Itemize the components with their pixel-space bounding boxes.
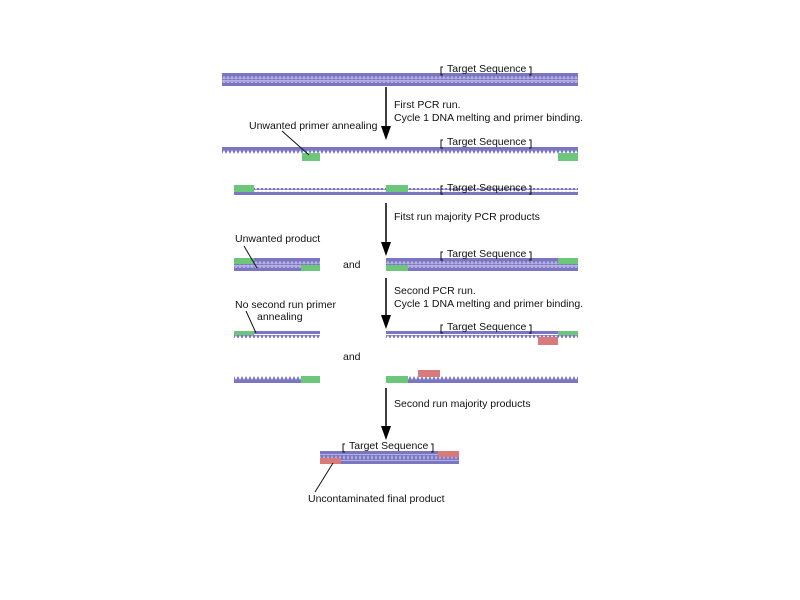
leader-lines [243, 130, 334, 493]
final-primer-red-bottom [320, 458, 341, 464]
target-sequence-label-row1: Target Sequence [447, 63, 527, 75]
leader-final-product [314, 462, 334, 493]
cycle1-melting-label-1: Cycle 1 DNA melting and primer binding. [394, 112, 584, 124]
final-product-double-top-backbone [320, 451, 459, 454]
final-product-double-bottom-teeth [320, 457, 459, 461]
wanted-product-primer-bottom [386, 265, 408, 271]
unwanted-melted-strand [234, 331, 320, 338]
target-sequence-label-row5: Target Sequence [447, 321, 527, 333]
wanted-melted-strand-teeth [386, 334, 578, 338]
primers [234, 153, 578, 464]
first-run-majority-label: Fitst run majority PCR products [394, 211, 540, 223]
arrowhead-first-run [381, 126, 391, 140]
unwanted-product-double-top-backbone [234, 258, 320, 261]
wanted-product-double-top-teeth [386, 261, 578, 265]
wanted-product-double-bottom-backbone [386, 268, 578, 271]
arrows [381, 87, 391, 440]
arrowhead-second-run [381, 315, 391, 329]
unwanted-primer-green [302, 153, 320, 161]
bracket-row4 [440, 251, 532, 261]
unwanted-melted-strand-teeth [234, 334, 320, 338]
wanted-bottom-strand [386, 376, 578, 383]
bracket-row1 [440, 66, 532, 76]
target-sequence-label-row4: Target Sequence [447, 248, 527, 260]
bracket-row2 [440, 139, 532, 149]
template-double-strand-top-teeth [222, 76, 578, 80]
unwanted-melted-strand-backbone [234, 331, 320, 334]
melted-strand-top-teeth [222, 150, 578, 154]
bracket-final [342, 443, 434, 453]
bracket-row5 [440, 324, 532, 334]
dna-strands [222, 73, 578, 464]
target-sequence-label-row2: Target Sequence [447, 136, 527, 148]
cycle1-melting-label-2: Cycle 1 DNA melting and primer binding. [394, 298, 584, 310]
unwanted-bottom-strand-backbone [234, 380, 320, 383]
leader-unwanted-annealing [281, 130, 310, 156]
target-sequence-label-final: Target Sequence [349, 440, 429, 452]
unwanted-product-double-top-teeth [234, 261, 320, 265]
no-second-run-primer-label: No second run primer [235, 299, 336, 311]
template-double-strand-bottom-teeth [222, 79, 578, 83]
melted-strand-top-backbone [222, 147, 578, 150]
unwanted-melted-primer [234, 331, 254, 335]
second-run-primer-red-2 [418, 370, 440, 377]
forward-primer-green [558, 153, 578, 161]
unwanted-primer-annealing-label: Unwanted primer annealing [249, 120, 378, 132]
unwanted-product-primer-bottom [301, 265, 320, 271]
unwanted-product-label: Unwanted product [235, 233, 321, 245]
wanted-bottom-primer [386, 376, 408, 383]
final-product-double [320, 451, 459, 464]
reverse-primer-green-mid [386, 185, 408, 192]
wanted-melted-strand-backbone [386, 331, 578, 334]
second-pcr-run-label: Second PCR run. [394, 285, 476, 297]
bracket-row3 [440, 185, 532, 195]
unwanted-bottom-strand-teeth [234, 376, 320, 380]
uncontaminated-final-label: Uncontaminated final product [308, 493, 445, 505]
final-product-double-top-teeth [320, 454, 459, 458]
wanted-product-primer-top [558, 258, 578, 264]
second-run-majority-label: Second run majority products [394, 398, 531, 410]
target-sequence-label-row3: Target Sequence [447, 182, 527, 194]
second-run-primer-red-1 [538, 337, 558, 345]
wanted-bottom-strand-teeth [386, 376, 578, 380]
reverse-primer-green-left [234, 185, 254, 192]
unwanted-product-double-bottom-teeth [234, 264, 320, 268]
template-double-strand-top-backbone [222, 73, 578, 76]
final-primer-red-top [438, 451, 459, 457]
melted-strand-top [222, 147, 578, 154]
wanted-melted-strand [386, 331, 578, 338]
unwanted-bottom-strand [234, 376, 320, 383]
wanted-product-double-top-backbone [386, 258, 578, 261]
arrowhead-second-majority [381, 426, 391, 440]
final-product-double-bottom-backbone [320, 461, 459, 464]
annealing-label: annealing [257, 311, 303, 323]
template-double-strand [222, 73, 578, 86]
melted-strand-bottom-backbone [234, 192, 578, 195]
wanted-bottom-strand-backbone [386, 380, 578, 383]
unwanted-product-primer-top [234, 258, 254, 264]
arrowhead-first-majority [381, 242, 391, 256]
leader-unwanted-product [243, 245, 258, 269]
wanted-melted-primer [558, 331, 578, 335]
and-label-1: and [343, 259, 361, 271]
first-pcr-run-label: First PCR run. [394, 99, 461, 111]
unwanted-bottom-primer [301, 376, 320, 383]
unwanted-product-double [234, 258, 320, 271]
unwanted-product-double-bottom-backbone [234, 268, 320, 271]
wanted-product-double-bottom-teeth [386, 264, 578, 268]
and-label-2: and [343, 351, 361, 363]
leader-no-second-primer [245, 310, 257, 334]
wanted-product-double [386, 258, 578, 271]
template-double-strand-bottom-backbone [222, 83, 578, 86]
